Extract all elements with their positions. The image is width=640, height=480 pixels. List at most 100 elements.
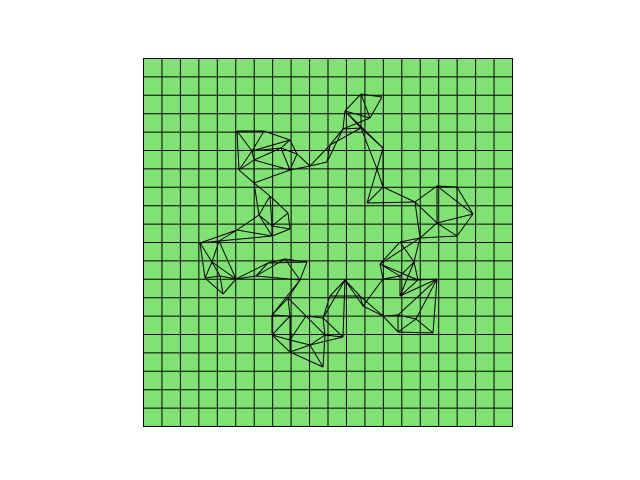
triangle-edge: [199, 242, 206, 279]
triangle-edge: [251, 147, 282, 152]
triangle-edge: [309, 336, 344, 346]
triangle-edge: [382, 278, 419, 281]
triangle-edge: [344, 110, 371, 119]
triangle-edge: [344, 93, 362, 112]
triangle-edge: [211, 240, 220, 263]
triangle-edge: [382, 186, 416, 203]
triangle-edge: [211, 261, 221, 277]
triangle-edge: [219, 275, 224, 295]
triangle-edge: [263, 130, 291, 141]
triangle-edge: [251, 139, 291, 152]
triangle-edge: [322, 334, 326, 368]
triangle-edge: [236, 229, 273, 237]
triangle-edge: [432, 278, 438, 334]
triangle-edge: [305, 315, 326, 336]
triangle-edge: [258, 214, 273, 237]
triangle-edge: [305, 315, 324, 319]
triangle-edge: [238, 150, 253, 171]
triangle-edge: [289, 315, 307, 341]
triangle-edge: [211, 261, 237, 280]
triangle-edge: [342, 279, 346, 338]
triangle-edge: [366, 168, 378, 204]
triangle-edge: [269, 195, 289, 214]
triangle-edge: [271, 212, 289, 227]
triangle-edge: [255, 262, 269, 277]
triangle-edge: [456, 186, 474, 215]
triangle-edge: [271, 334, 291, 353]
triangle-edge: [253, 147, 282, 161]
triangle-edge: [218, 229, 238, 242]
triangle-edge: [344, 279, 364, 307]
triangle-edge: [204, 261, 213, 279]
triangle-edge: [399, 261, 415, 297]
triangle-edge: [284, 258, 301, 281]
triangle-edge: [415, 278, 438, 320]
triangle-edge: [280, 139, 291, 149]
triangle-edge: [419, 222, 438, 239]
triangle-edge: [326, 128, 344, 163]
triangle-edge: [379, 241, 401, 265]
triangle-edge: [271, 228, 291, 237]
triangle-edge: [287, 297, 291, 317]
triangle-edge: [271, 314, 291, 317]
triangle-edge: [218, 235, 273, 242]
triangle-edge: [399, 278, 438, 297]
triangle-edge: [199, 240, 220, 244]
triangle-edge: [382, 315, 399, 333]
triangle-edge: [289, 344, 311, 353]
triangle-edge: [382, 275, 401, 280]
triangle-edge: [326, 144, 331, 163]
triangle-edge: [362, 278, 384, 307]
triangle-edge: [255, 258, 286, 277]
triangle-edge: [299, 261, 308, 281]
triangle-edge: [235, 275, 257, 280]
triangle-edge: [397, 331, 434, 334]
triangle-edge: [436, 213, 474, 224]
triangle-edge: [399, 279, 419, 297]
triangle-edge: [436, 222, 458, 237]
triangle-edge: [342, 127, 362, 130]
triangle-edge: [199, 229, 238, 244]
triangle-edge: [436, 185, 474, 215]
triangle-edge: [366, 186, 384, 204]
triangle-edge: [267, 258, 286, 264]
triangle-edge: [309, 334, 326, 346]
triangle-edge: [360, 93, 383, 98]
triangle-edge: [329, 127, 362, 146]
triangle-edge: [289, 139, 298, 155]
triangle-edge: [289, 351, 324, 368]
triangle-edge: [222, 278, 237, 295]
triangle-edge: [324, 334, 344, 338]
triangle-edge: [253, 159, 291, 171]
triangle-edge: [289, 153, 298, 171]
triangle-edge: [322, 279, 346, 319]
triangle-edge: [329, 128, 344, 146]
triangle-edge: [414, 201, 421, 239]
triangle-edge: [342, 110, 346, 130]
triangle-edge: [255, 275, 301, 281]
triangle-edge: [366, 201, 416, 204]
triangle-edge: [253, 182, 271, 197]
triangle-edge: [397, 318, 417, 333]
triangle-edge: [359, 295, 384, 317]
triangle-edge: [238, 169, 255, 184]
triangle-edge: [253, 169, 291, 184]
triangle-edge: [271, 315, 291, 336]
triangle-edge: [397, 314, 417, 320]
triangle-edge: [344, 279, 361, 297]
triangle-edge: [342, 117, 371, 130]
triangle-edge: [360, 93, 371, 119]
triangle-edge: [309, 144, 331, 167]
triangle-edge: [379, 237, 421, 265]
triangle-edge: [379, 263, 419, 281]
triangle-edge: [289, 339, 311, 346]
triangle-edge: [369, 96, 383, 119]
triangle-edge: [415, 318, 434, 334]
triangle-edge: [199, 242, 213, 263]
triangle-edge: [344, 110, 384, 149]
triangle-edge: [251, 130, 265, 152]
triangle-edge: [414, 185, 438, 203]
triangle-edge: [236, 130, 240, 171]
triangle-edge: [236, 214, 260, 231]
triangle-edge: [287, 297, 307, 317]
